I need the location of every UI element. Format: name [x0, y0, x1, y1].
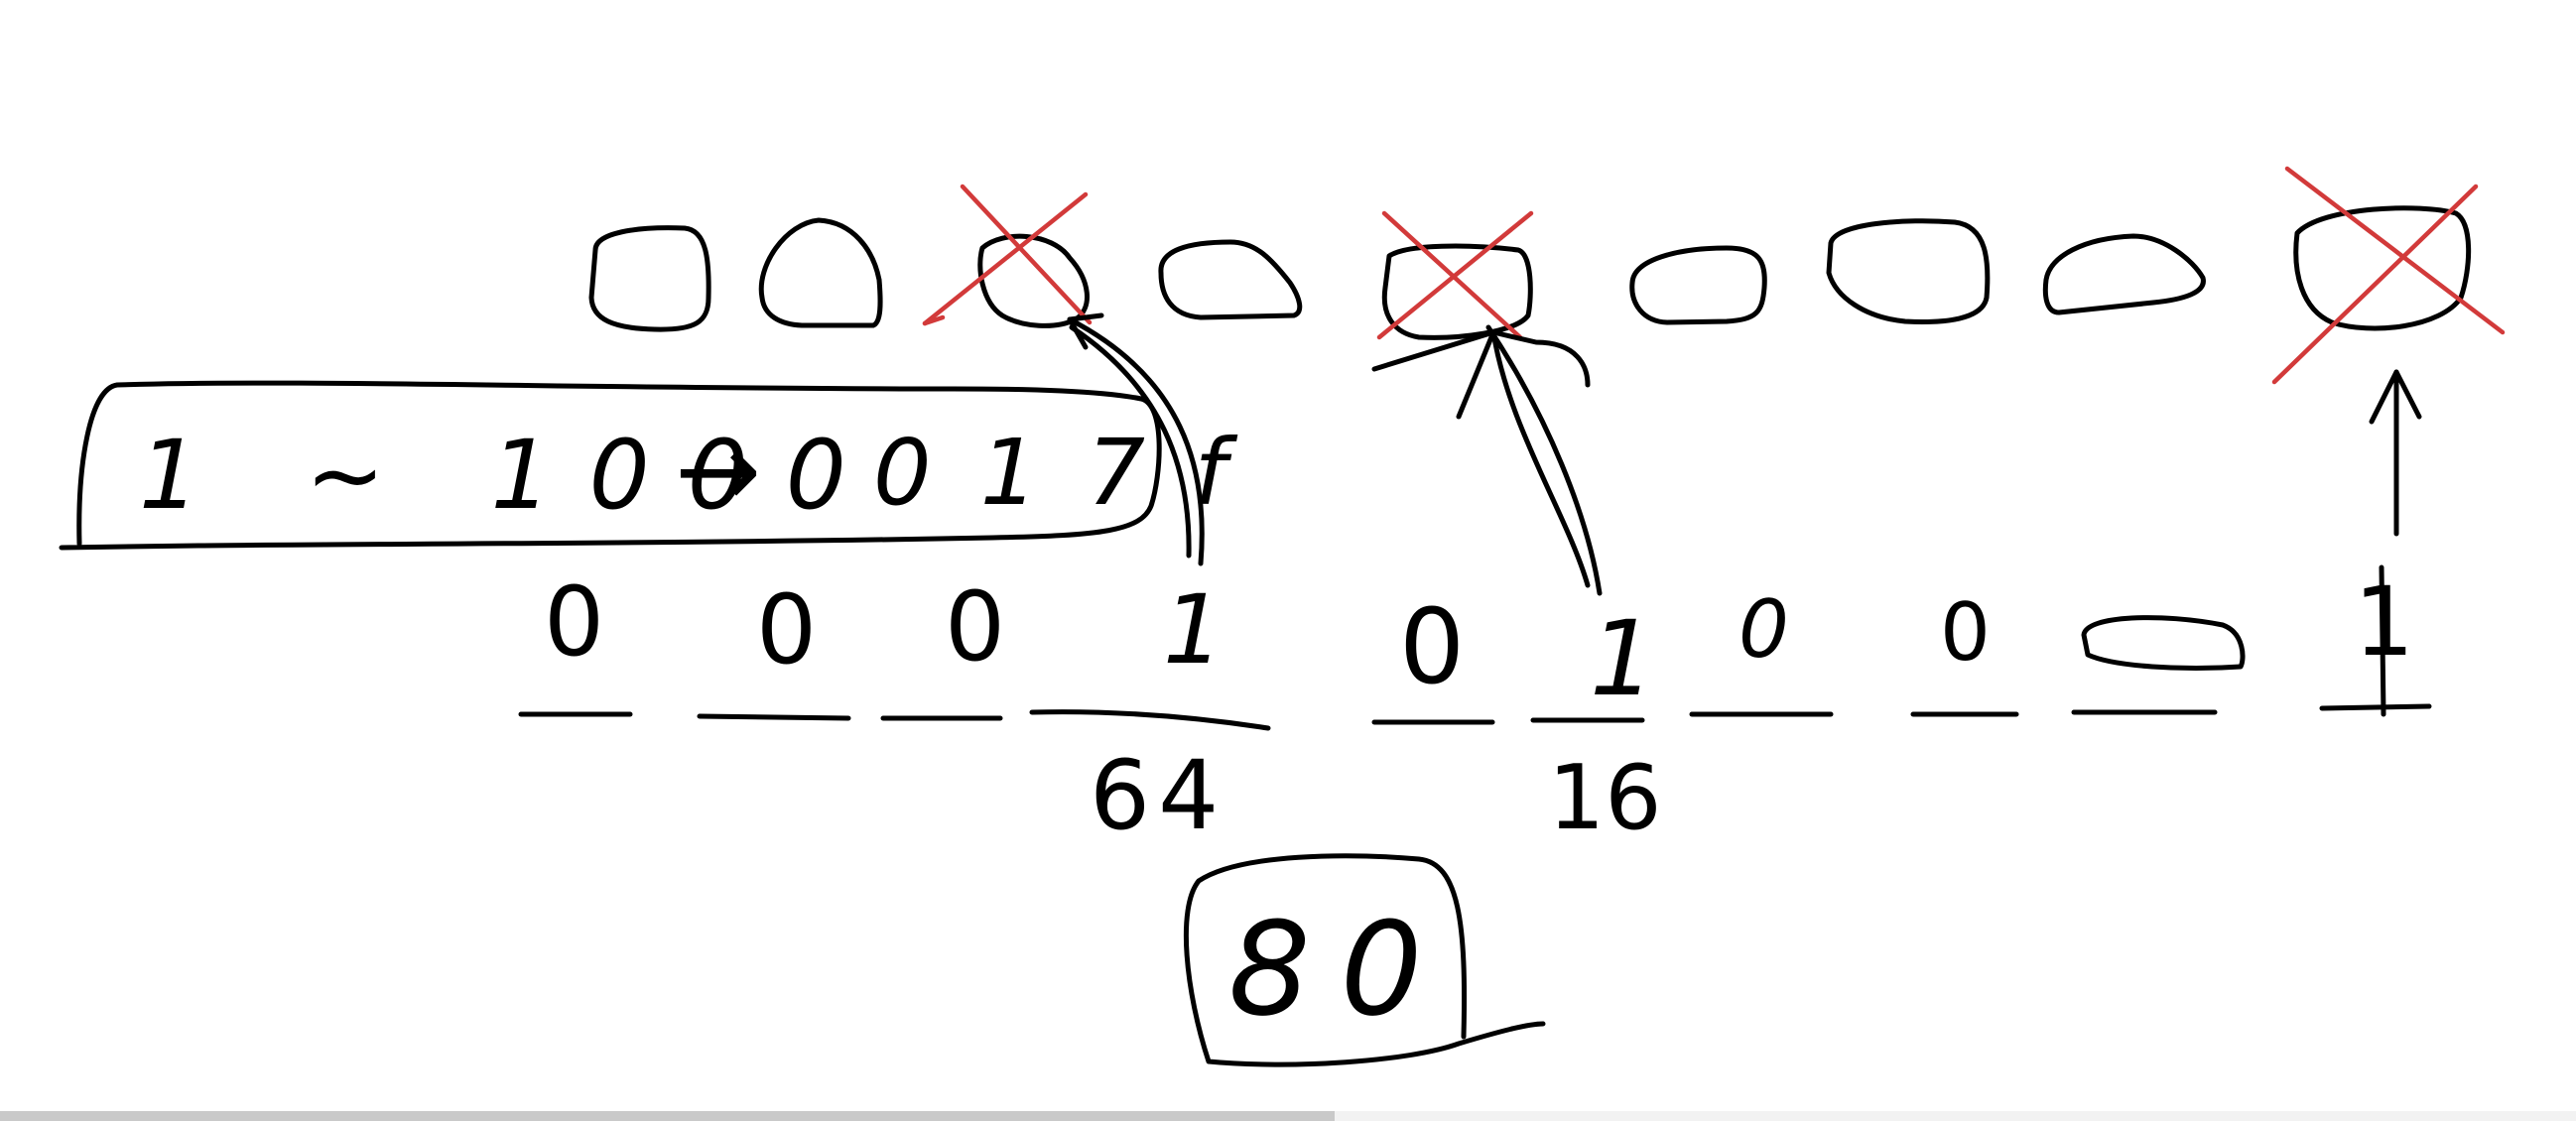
cross-mark-1: [922, 184, 1093, 326]
pointer-arrows: [1067, 312, 2422, 596]
bit-6: 1: [1590, 598, 1655, 719]
top-circle-7: [1826, 218, 1991, 324]
bit-5: 0: [1399, 586, 1465, 707]
top-circle-6: [1629, 245, 1767, 325]
bit-9-blank-mark: [2081, 615, 2246, 671]
range-note-arrow: →: [675, 410, 761, 531]
top-circle-4: [1158, 239, 1303, 320]
result-value: 80: [1228, 894, 1452, 1045]
cross-mark-3: [2271, 166, 2506, 385]
top-circle-1: [588, 225, 711, 332]
horizontal-scrollbar-thumb[interactable]: [0, 1111, 1335, 1121]
top-circle-3: [977, 233, 1090, 328]
bit-weights: 64 16: [1090, 740, 1662, 851]
arrow-bit4-to-cross1: [1067, 316, 1205, 566]
arrow-bit6-to-cross2: [1485, 324, 1603, 596]
weight-64: 64: [1090, 740, 1226, 851]
bit-4: 1: [1163, 574, 1224, 685]
bit-8: 0: [1940, 586, 1991, 679]
cross-marks: [922, 166, 2506, 385]
bit-underlines: [518, 703, 2432, 731]
top-circle-2: [758, 217, 883, 328]
horizontal-scrollbar[interactable]: [0, 1111, 2576, 1121]
range-note-range: 1 ~ 1000: [139, 420, 884, 531]
bit-1: 0: [544, 566, 604, 678]
bit-2: 0: [756, 574, 817, 685]
range-note-box: [59, 380, 1162, 551]
top-circle-row: [588, 205, 2472, 340]
cross-mark-2: [1376, 210, 1534, 340]
top-circle-5: [1381, 243, 1533, 340]
weight-16: 16: [1548, 746, 1662, 850]
top-circle-8: [2042, 233, 2206, 315]
bit-row: 0 0 0 1 0 1 0 0 1: [544, 564, 2414, 719]
range-note: 1 ~ 1000 → 0 1 7 f: [139, 410, 1227, 531]
bit-3: 0: [945, 571, 1005, 683]
result-box: [1183, 853, 1546, 1067]
bit-7: 0: [1739, 583, 1789, 676]
top-circle-9: [2293, 205, 2472, 331]
